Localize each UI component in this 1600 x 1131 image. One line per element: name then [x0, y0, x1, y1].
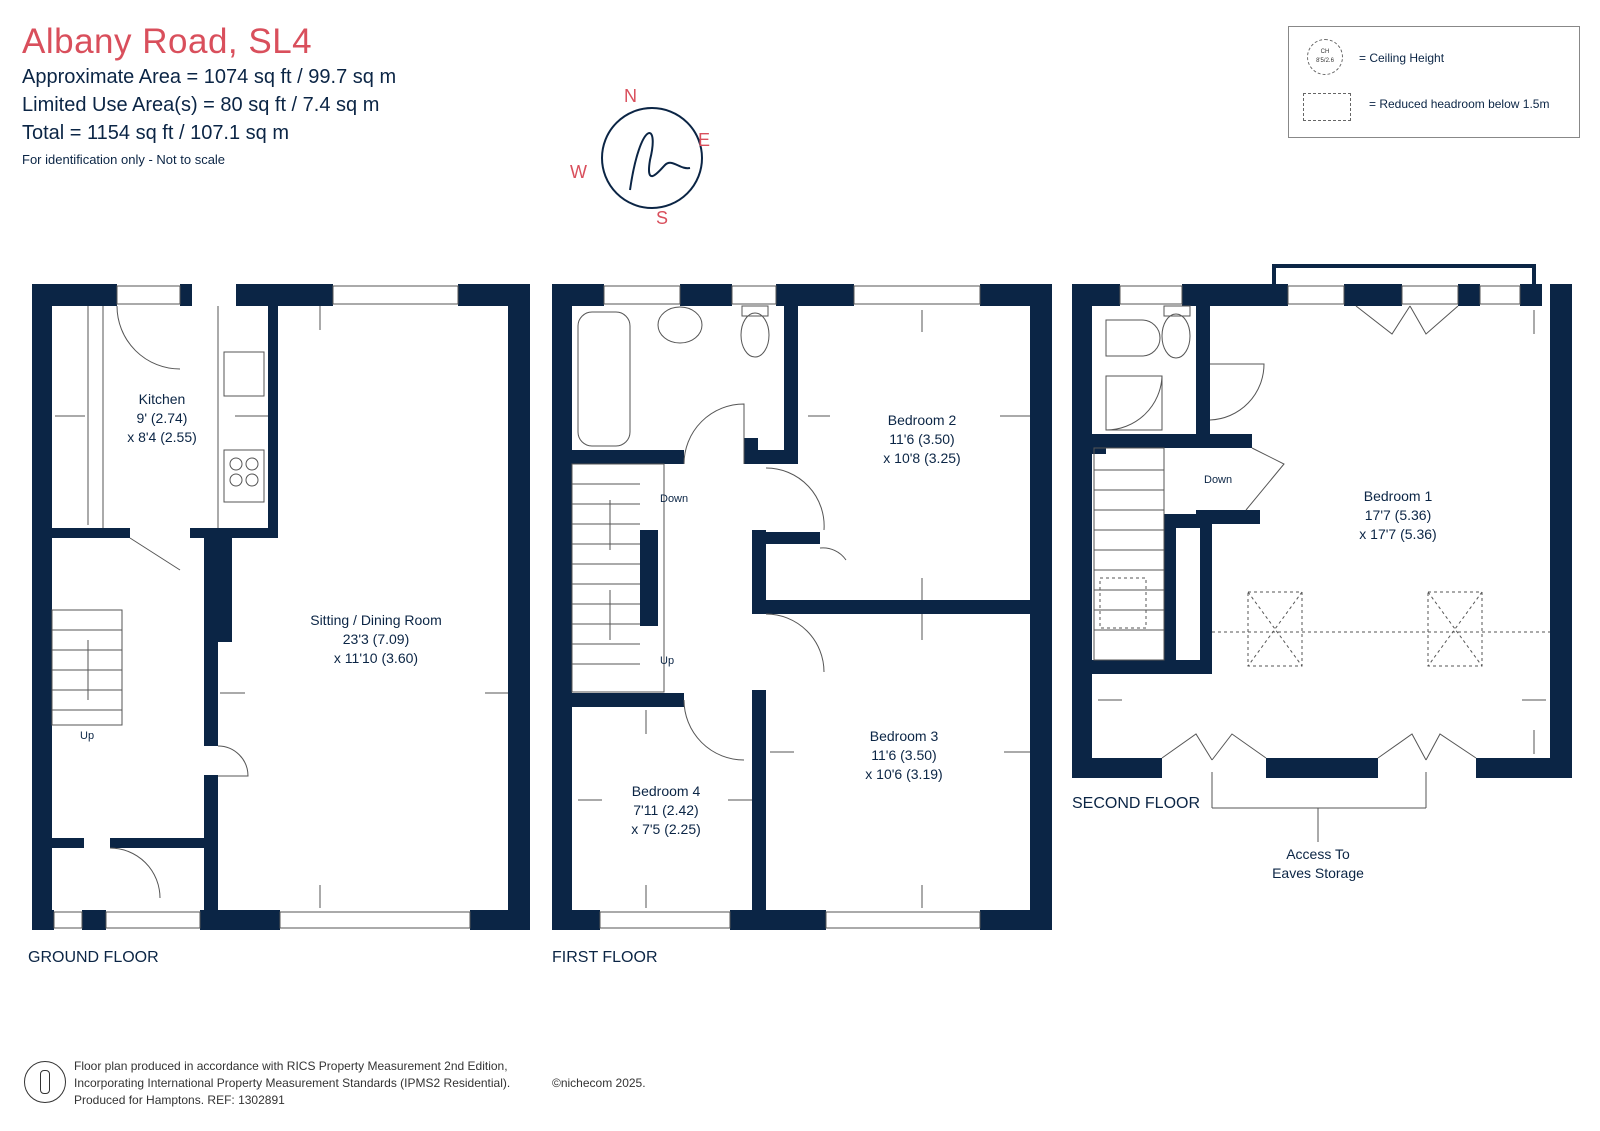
bedroom3-dim2: x 10'6 (3.19): [865, 766, 942, 782]
approximate-area: Approximate Area = 1074 sq ft / 99.7 sq …: [22, 66, 397, 88]
bedroom2-dim2: x 10'8 (3.25): [883, 450, 960, 466]
logo-h: [629, 132, 691, 191]
second-stairs-down: Down: [1204, 474, 1232, 486]
property-title: Albany Road, SL4: [22, 22, 313, 61]
kitchen-dim2: x 8'4 (2.55): [127, 429, 197, 445]
ground-floor-label: GROUND FLOOR: [28, 949, 159, 966]
identification-note: For identification only - Not to scale: [22, 152, 226, 167]
footer-line-2: Incorporating International Property Mea…: [74, 1076, 511, 1090]
footer-line-3: Produced for Hamptons. REF: 1302891: [74, 1093, 285, 1107]
bedroom2-name: Bedroom 2: [888, 412, 957, 428]
bedroom3-dim1: 11'6 (3.50): [871, 747, 936, 763]
kitchen-name: Kitchen: [139, 391, 186, 407]
first-stairs-up: Up: [660, 655, 674, 667]
bedroom1-dim1: 17'7 (5.36): [1365, 507, 1432, 523]
sitting-dim2: x 11'10 (3.60): [334, 650, 418, 666]
footer-notes: Floor plan produced in accordance with R…: [74, 1058, 510, 1109]
first-floor-stairs: [571, 463, 665, 693]
bedroom1-name: Bedroom 1: [1364, 488, 1433, 504]
ground-floor-plan: [32, 284, 530, 930]
room-labels: Kitchen 9' (2.74) x 8'4 (2.55) Sitting /…: [127, 391, 1437, 881]
bedroom2-dim1: 11'6 (3.50): [889, 431, 954, 447]
ground-stairs-up: Up: [80, 730, 94, 742]
bedroom4-dim1: 7'11 (2.42): [633, 802, 698, 818]
first-stairs-down: Down: [660, 493, 688, 505]
first-floor-label: FIRST FLOOR: [552, 949, 658, 966]
bedroom4-name: Bedroom 4: [632, 783, 701, 799]
floor-labels: GROUND FLOOR FIRST FLOOR SECOND FLOOR: [28, 795, 1200, 966]
ch-symbol-bottom: 8'5/2.6: [1316, 58, 1334, 64]
first-floor-plan: [552, 284, 1052, 930]
ceiling-height-symbol: CH 8'5/2.6: [1307, 39, 1343, 75]
compass-n: N: [624, 86, 637, 106]
brand-copyright: ©nichecom 2025.: [552, 1076, 646, 1090]
second-floor-details: [1093, 285, 1550, 842]
compass-e: E: [698, 130, 710, 150]
rics-logo-icon: [24, 1061, 66, 1103]
bedroom3-name: Bedroom 3: [870, 728, 939, 744]
legend: CH 8'5/2.6 = Ceiling Height = Reduced he…: [1288, 26, 1580, 138]
bedroom1-dim2: x 17'7 (5.36): [1359, 526, 1436, 542]
second-floor-label: SECOND FLOOR: [1072, 795, 1200, 812]
first-floor-details: [571, 285, 1030, 929]
legend-ceiling-height: = Ceiling Height: [1359, 51, 1445, 65]
eaves-line1: Access To: [1286, 846, 1350, 862]
compass: N E S W: [570, 86, 710, 228]
compass-s: S: [656, 208, 668, 228]
ch-symbol-top: CH: [1320, 49, 1330, 55]
eaves-line2: Eaves Storage: [1272, 865, 1364, 881]
reduced-headroom-symbol: [1303, 93, 1351, 121]
second-floor-plan: [1072, 264, 1572, 778]
footer-line-1: Floor plan produced in accordance with R…: [74, 1059, 508, 1073]
legend-reduced-headroom: = Reduced headroom below 1.5m: [1369, 97, 1550, 111]
bedroom4-dim2: x 7'5 (2.25): [631, 821, 701, 837]
total-area: Total = 1154 sq ft / 107.1 sq m: [22, 122, 290, 144]
stair-labels: Up Down Up Down: [80, 474, 1232, 742]
compass-w: W: [570, 162, 587, 182]
second-floor-stairs: [1093, 447, 1165, 661]
ground-floor-details: [51, 285, 508, 929]
ground-stairs: [51, 609, 123, 726]
sitting-dim1: 23'3 (7.09): [343, 631, 410, 647]
sitting-name: Sitting / Dining Room: [310, 612, 442, 628]
limited-use-area: Limited Use Area(s) = 80 sq ft / 7.4 sq …: [22, 94, 380, 116]
kitchen-dim1: 9' (2.74): [137, 410, 188, 426]
